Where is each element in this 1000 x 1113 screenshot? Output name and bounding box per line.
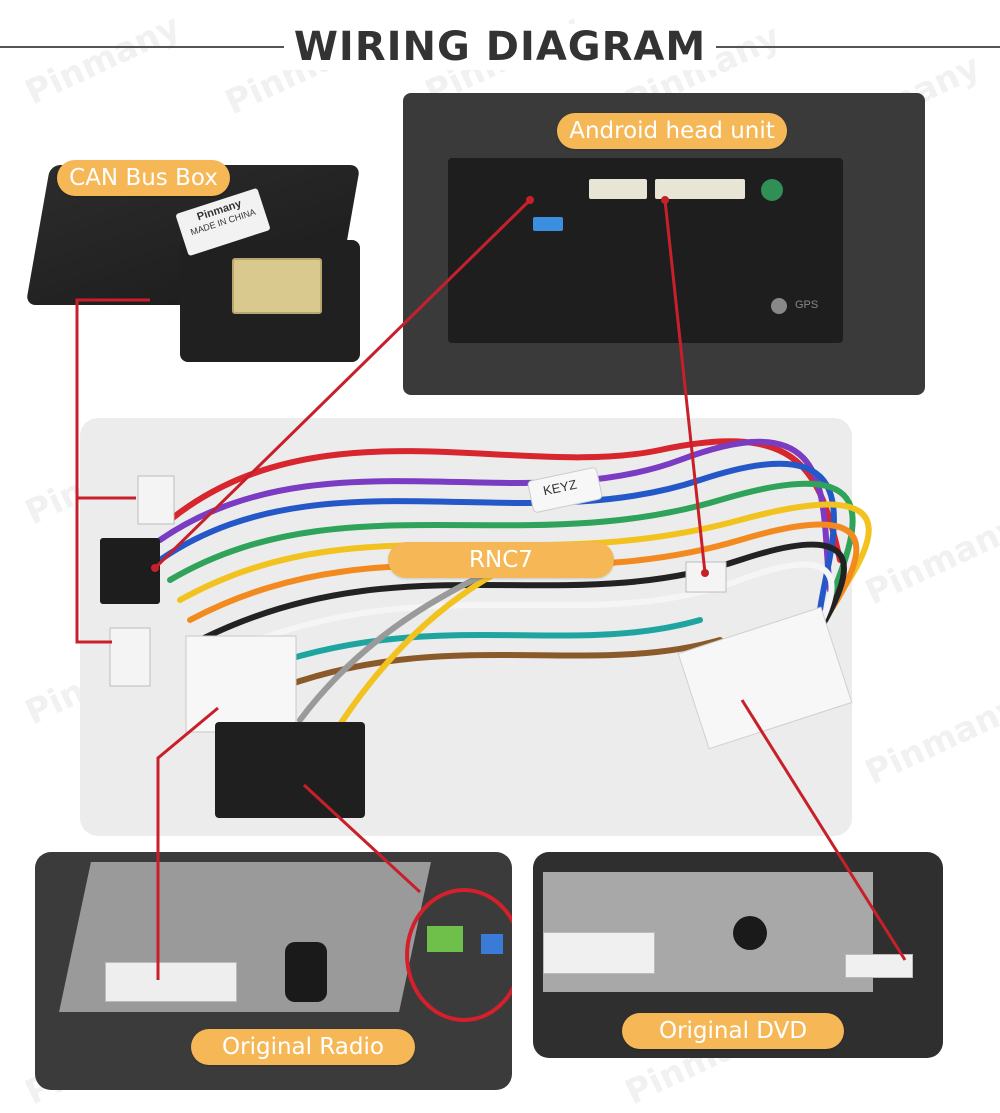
line-harness-to-dvd	[740, 699, 907, 961]
dvd-white-connector-left	[543, 932, 655, 974]
head-unit-connector-1	[589, 179, 647, 199]
head-unit-gps-text: GPS	[795, 299, 819, 311]
harness-connector-white-right	[677, 606, 853, 750]
line-canbox-to-harness-lower	[75, 498, 112, 644]
harness-key-tag	[527, 467, 603, 513]
label-harness: RNC7	[388, 542, 614, 578]
page-title: WIRING DIAGRAM	[0, 24, 1000, 70]
harness-connector-large-white	[185, 635, 297, 733]
point-harness-black	[151, 564, 159, 572]
head-unit-connector-2	[655, 179, 745, 199]
wire-green	[167, 480, 856, 633]
label-original-radio: Original Radio	[191, 1029, 415, 1065]
line-canbox-to-harness	[75, 298, 150, 500]
harness-connector-top-white	[137, 475, 175, 525]
label-can-bus-box: CAN Bus Box	[57, 160, 230, 196]
line-headunit-to-harness-right	[663, 199, 707, 574]
label-original-dvd: Original DVD	[622, 1013, 844, 1049]
can-bus-box-connector	[232, 258, 322, 314]
title-rule-left	[0, 46, 306, 48]
harness-connector-black-quadlock	[215, 722, 365, 818]
radio-knob	[285, 942, 327, 1002]
radio-white-connector	[105, 962, 237, 1002]
wire-red	[167, 438, 843, 563]
harness-connector-small-white	[109, 627, 151, 687]
line-quadlock-to-radio	[302, 783, 422, 894]
head-unit-gps-port	[771, 298, 787, 314]
radio-highlight-circle	[405, 888, 512, 1022]
wire-brown	[247, 637, 723, 703]
harness-image-background	[80, 418, 852, 836]
head-unit-green-port	[761, 179, 783, 201]
wire-purple	[157, 438, 833, 593]
line-headunit-to-harness-left	[153, 198, 532, 570]
harness-connector-black-left	[100, 538, 160, 604]
harness-connector-small-right	[685, 561, 727, 593]
dvd-round-connector	[733, 916, 767, 950]
point-headunit-left	[526, 196, 534, 204]
wire-teal	[227, 617, 703, 683]
title-rule-right	[664, 46, 1000, 48]
dvd-white-connector-right	[845, 954, 913, 978]
point-headunit-right	[661, 196, 669, 204]
line-harness-to-radio-left	[156, 706, 219, 980]
point-harness-small	[701, 569, 709, 577]
label-android-head-unit: Android head unit	[557, 113, 787, 149]
head-unit-blue-fuse	[533, 217, 563, 231]
